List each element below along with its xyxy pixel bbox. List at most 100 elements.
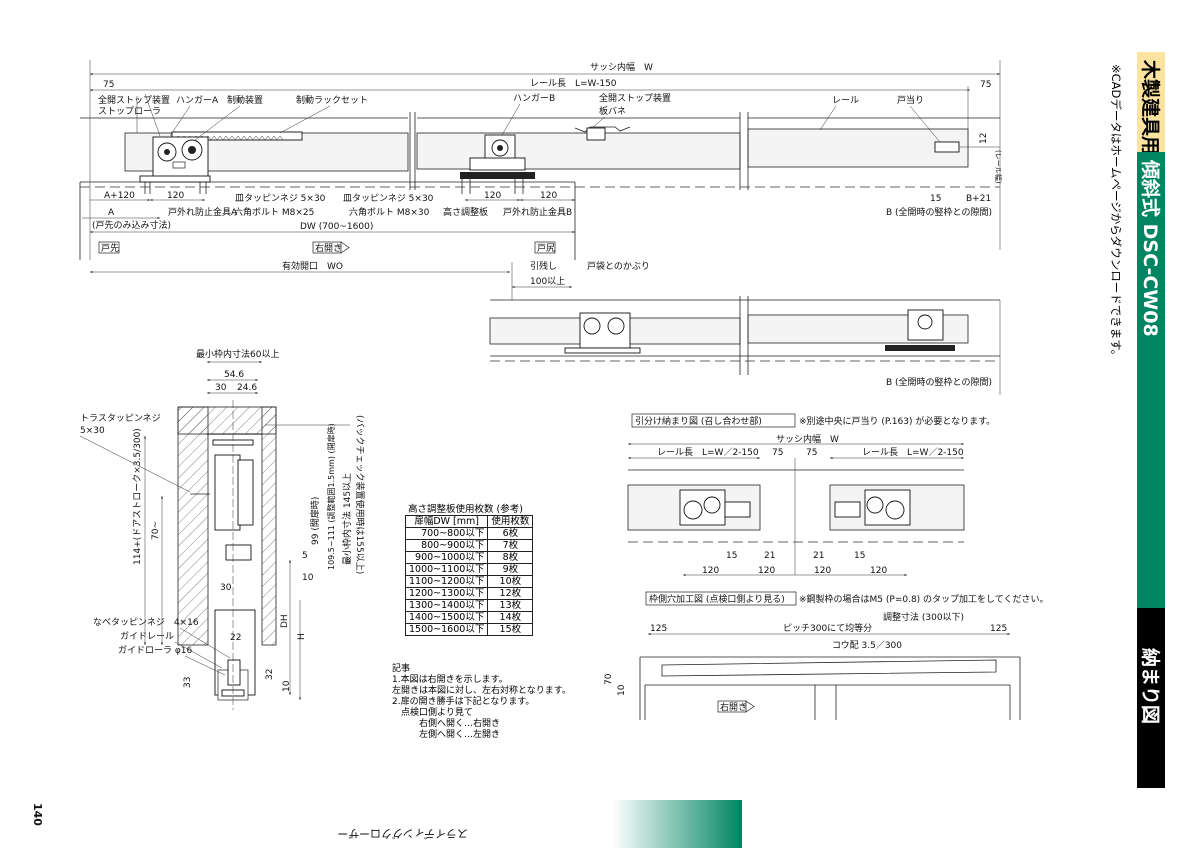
column-header: 使用枚数	[487, 515, 534, 528]
product-tab: 傾斜式 DSC-CW08	[1137, 152, 1165, 608]
dim-label: 70	[604, 673, 614, 685]
hanger-b	[460, 134, 535, 194]
top-plan-drawing: サッシ内幅 W レール長 L=W-150 75 75	[79, 60, 1003, 300]
slope-label: コウ配 3.5／300	[832, 640, 902, 651]
brake-unit-label: 制動装置	[227, 94, 263, 106]
cad-download-note: ※CADデータはホームページからダウンロードできます。	[1109, 64, 1123, 362]
section-drawing: 最小枠内寸法60以上 54.6 30 24.6 トラスタッピンネジ 5×30 1…	[79, 348, 366, 710]
dim-label: 120	[540, 191, 557, 201]
dim-label: 75	[806, 448, 817, 458]
dim-label: 120	[758, 566, 775, 576]
rail-length-label: レール長 L=W-150	[530, 78, 617, 89]
door-tip-tag: 戸先	[101, 242, 119, 254]
dim-label: 22	[230, 633, 241, 643]
gap-note: B (全開時の竪枠との隙間)	[886, 376, 992, 388]
open-position-drawing: B (全開時の竪枠との隙間)	[489, 296, 1001, 395]
note-line: 2.扉の開き勝手は下記となります。	[392, 697, 535, 707]
dim-label: 120	[702, 566, 719, 576]
frame-drawing-title: 枠側穴加工図 (点検口側より見る)	[649, 593, 785, 605]
full-open-stop-label: 全開ストップ装置	[98, 94, 170, 106]
frame-drawing-note: ※鋼製枠の場合はM5 (P=0.8) のタップ加工をしてください。	[799, 593, 1049, 605]
pull-margin-label: 引残し	[530, 260, 557, 272]
column-header: 扉幅DW [mm]	[404, 515, 489, 528]
flat-screw-label: 皿タッピンネジ 5×30	[343, 193, 434, 204]
dim-label: 120	[484, 191, 501, 201]
rail-length-label: レール長 L=W／2-150	[862, 447, 964, 458]
note-line: 点検口側より見て	[392, 708, 473, 718]
split-drawing-note: ※別途中央に戸当り (P.163) が必要となります。	[799, 415, 995, 427]
frame-hole-drawing: 枠側穴加工図 (点検口側より見る) ※鋼製枠の場合はM5 (P=0.8) のタッ…	[604, 591, 1049, 720]
page-number: 140	[31, 803, 44, 826]
count-cell: 10枚	[487, 575, 534, 588]
dh-label: DH	[280, 614, 290, 628]
backcheck-note: (バックチェック装置使用時は155以上)	[354, 415, 366, 574]
hex-bolt-label: 六角ボルト M8×25	[234, 206, 314, 218]
right-open-tag: 右開き	[315, 242, 342, 254]
pan-screw-label: なべタッピンネジ 4×16	[93, 617, 199, 628]
hanger-a	[139, 136, 211, 194]
dim-label: 10	[617, 684, 627, 696]
hex-bolt-label: 六角ボルト M8×30	[349, 206, 430, 218]
count-cell: 13枚	[487, 599, 534, 612]
dim-label: 100以上	[530, 276, 565, 287]
truss-screw-label: トラスタッピンネジ	[80, 413, 161, 424]
dim-label: 125	[650, 624, 667, 634]
count-cell: 7枚	[487, 539, 534, 552]
note-line: 右側へ開く…右開き	[392, 719, 501, 729]
dw-label: DW (700~1600)	[300, 222, 373, 232]
sash-width-label: サッシ内幅 W	[590, 61, 653, 73]
full-open-stop-label: 全開ストップ装置	[599, 92, 671, 104]
dim-label: 75	[772, 448, 783, 458]
flat-screw-label: 皿タッピンネジ 5×30	[235, 193, 326, 204]
section-label: 納まり図	[1139, 648, 1161, 725]
dim-label: 21	[813, 551, 824, 561]
footer-gradient	[612, 800, 742, 848]
dim-label: 15	[726, 551, 737, 561]
height-plate-label: 高さ調整板	[443, 206, 488, 218]
dim-label: 10	[282, 680, 292, 692]
count-cell: 6枚	[487, 527, 534, 540]
notes: 記事 1.本図は右開きを示します。左開きは本図に対し、左右対称となります。2.扉…	[392, 664, 571, 741]
product-label: 傾斜式 DSC-CW08	[1139, 160, 1161, 337]
footer-series-name: スライディングクローザー	[337, 827, 468, 841]
effective-opening-label: 有効開口 WO	[282, 260, 343, 272]
rail-width-note: (レール幅)	[994, 150, 1003, 184]
note-line: 1.本図は右開きを示します。	[392, 675, 508, 685]
dim-label: A	[108, 208, 115, 218]
door-stop-label: 戸当り	[897, 94, 924, 106]
dim-label: 24.6	[237, 383, 257, 393]
width-cell: 800~900以下	[404, 539, 489, 552]
door-tip-note: (戸先のみ込み寸法)	[92, 219, 171, 231]
brake-rack-label: 制動ラックセット	[296, 94, 368, 106]
sash-width-label: サッシ内幅 W	[776, 433, 839, 445]
dim-label: 15	[930, 194, 941, 204]
width-cell: 1400~1500以下	[404, 611, 489, 624]
dim-label: 120	[870, 566, 887, 576]
count-cell: 15枚	[487, 623, 534, 636]
width-cell: 1000~1100以下	[404, 563, 489, 576]
truss-screw-size: 5×30	[80, 426, 105, 436]
height-table-title: 高さ調整板使用枚数 (参考)	[408, 504, 523, 515]
dim-label: A+120	[104, 191, 135, 201]
category-tab: 木製建具用	[1137, 52, 1165, 156]
hanger-b-label: ハンガーB	[513, 93, 555, 104]
dim-label: 120	[814, 566, 831, 576]
width-cell: 1300~1400以下	[404, 599, 489, 612]
stroke-dim-label: 114+(ドアストローク×3.5/300)	[132, 428, 143, 565]
dim-label: 10	[302, 573, 314, 583]
dim-label: 125	[990, 624, 1007, 634]
count-cell: 9枚	[487, 563, 534, 576]
h-label: H	[297, 633, 307, 640]
rail-length-label: レール長 L=W／2-150	[657, 447, 759, 458]
dim-label: 120	[167, 191, 184, 201]
category-label: 木製建具用	[1139, 60, 1161, 156]
dim-label: 15	[854, 551, 865, 561]
